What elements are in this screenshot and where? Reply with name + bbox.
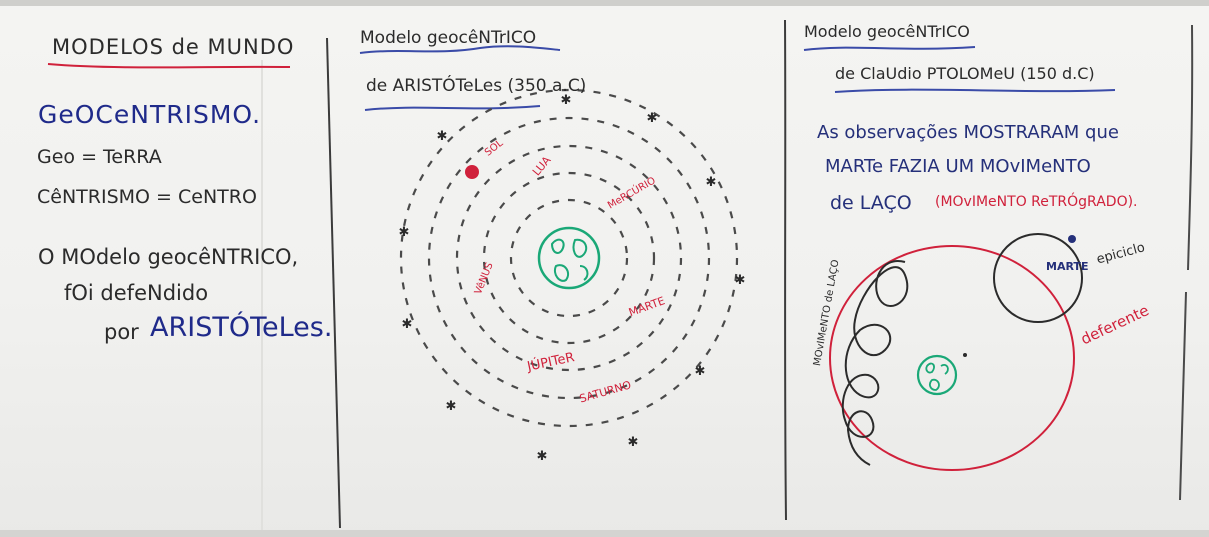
- orbit-5: [399, 88, 739, 428]
- sun-dot: [465, 165, 479, 179]
- earth-icon: [916, 354, 958, 396]
- orbit-4: [427, 116, 711, 400]
- right-title-underline-1: [803, 46, 976, 51]
- orbit-1: [509, 198, 629, 318]
- mark-dot: [963, 353, 967, 357]
- middle-title-line-1: Modelo geocêNTrICO: [360, 28, 537, 48]
- retrograde-loop-path: [841, 259, 909, 466]
- star-icon: ✱: [437, 129, 448, 144]
- observation-line-3-prefix: de LAÇO: [830, 192, 912, 214]
- definition-centrismo: CêNTRISMO = CeNTRO: [37, 186, 257, 208]
- right-title-underline-2: [834, 88, 1116, 93]
- orbit-3: [455, 144, 683, 372]
- right-title-line-2: de ClaUdio PTOLOMeU (150 d.C): [835, 64, 1095, 83]
- divider-right: [784, 19, 787, 521]
- star-icon: ✱: [402, 317, 413, 332]
- star-icon: ✱: [695, 364, 706, 379]
- sentence-line-2: fOi defeNdido: [64, 281, 209, 305]
- right-edge-line-top: [1187, 24, 1194, 271]
- board-bottom-edge: [0, 530, 1209, 537]
- star-icon: ✱: [735, 273, 746, 288]
- star-icon: ✱: [446, 399, 457, 414]
- observation-line-1: As observações MOSTRARAM que: [817, 122, 1119, 143]
- middle-title-underline-2: [364, 105, 541, 111]
- earth-icon: [537, 226, 601, 290]
- mars-dot: [1068, 235, 1076, 243]
- middle-title-line-2: de ARISTÓTeLes (350 a.C): [366, 76, 587, 96]
- sentence-line-3-prefix: por: [104, 320, 139, 344]
- definition-geo: Geo = TeRRA: [37, 146, 162, 168]
- aristoteles-name: ARISTÓTeLes.: [150, 312, 333, 343]
- label-marte-ptolemy: MARTE: [1046, 260, 1089, 273]
- divider-left: [326, 37, 341, 529]
- observation-line-2: MARTe FAZIA UM MOvIMeNTO: [825, 156, 1091, 177]
- star-icon: ✱: [647, 111, 658, 126]
- panel-heading: MODELOS de MUNDO: [52, 35, 295, 59]
- sentence-line-1: O MOdelo geocêNTRICO,: [38, 245, 299, 269]
- deferent-circle: [829, 245, 1075, 471]
- board-top-edge: [0, 0, 1209, 6]
- epicycle-circle: [993, 233, 1083, 323]
- star-icon: ✱: [537, 449, 548, 464]
- star-icon: ✱: [561, 93, 572, 108]
- middle-title-underline-1: [359, 45, 561, 54]
- heading-underline: [47, 63, 291, 69]
- right-edge-line-bottom: [1179, 291, 1187, 501]
- observation-line-3-retrograde: (MOvIMeNTO ReTRÓgRADO).: [935, 194, 1138, 210]
- star-icon: ✱: [706, 175, 717, 190]
- star-icon: ✱: [399, 225, 410, 240]
- right-title-line-1: Modelo geocêNTrICO: [804, 22, 970, 41]
- orbit-2: [482, 171, 656, 345]
- star-icon: ✱: [628, 435, 639, 450]
- geocentrism-term: GeOCeNTRISMO.: [38, 100, 262, 129]
